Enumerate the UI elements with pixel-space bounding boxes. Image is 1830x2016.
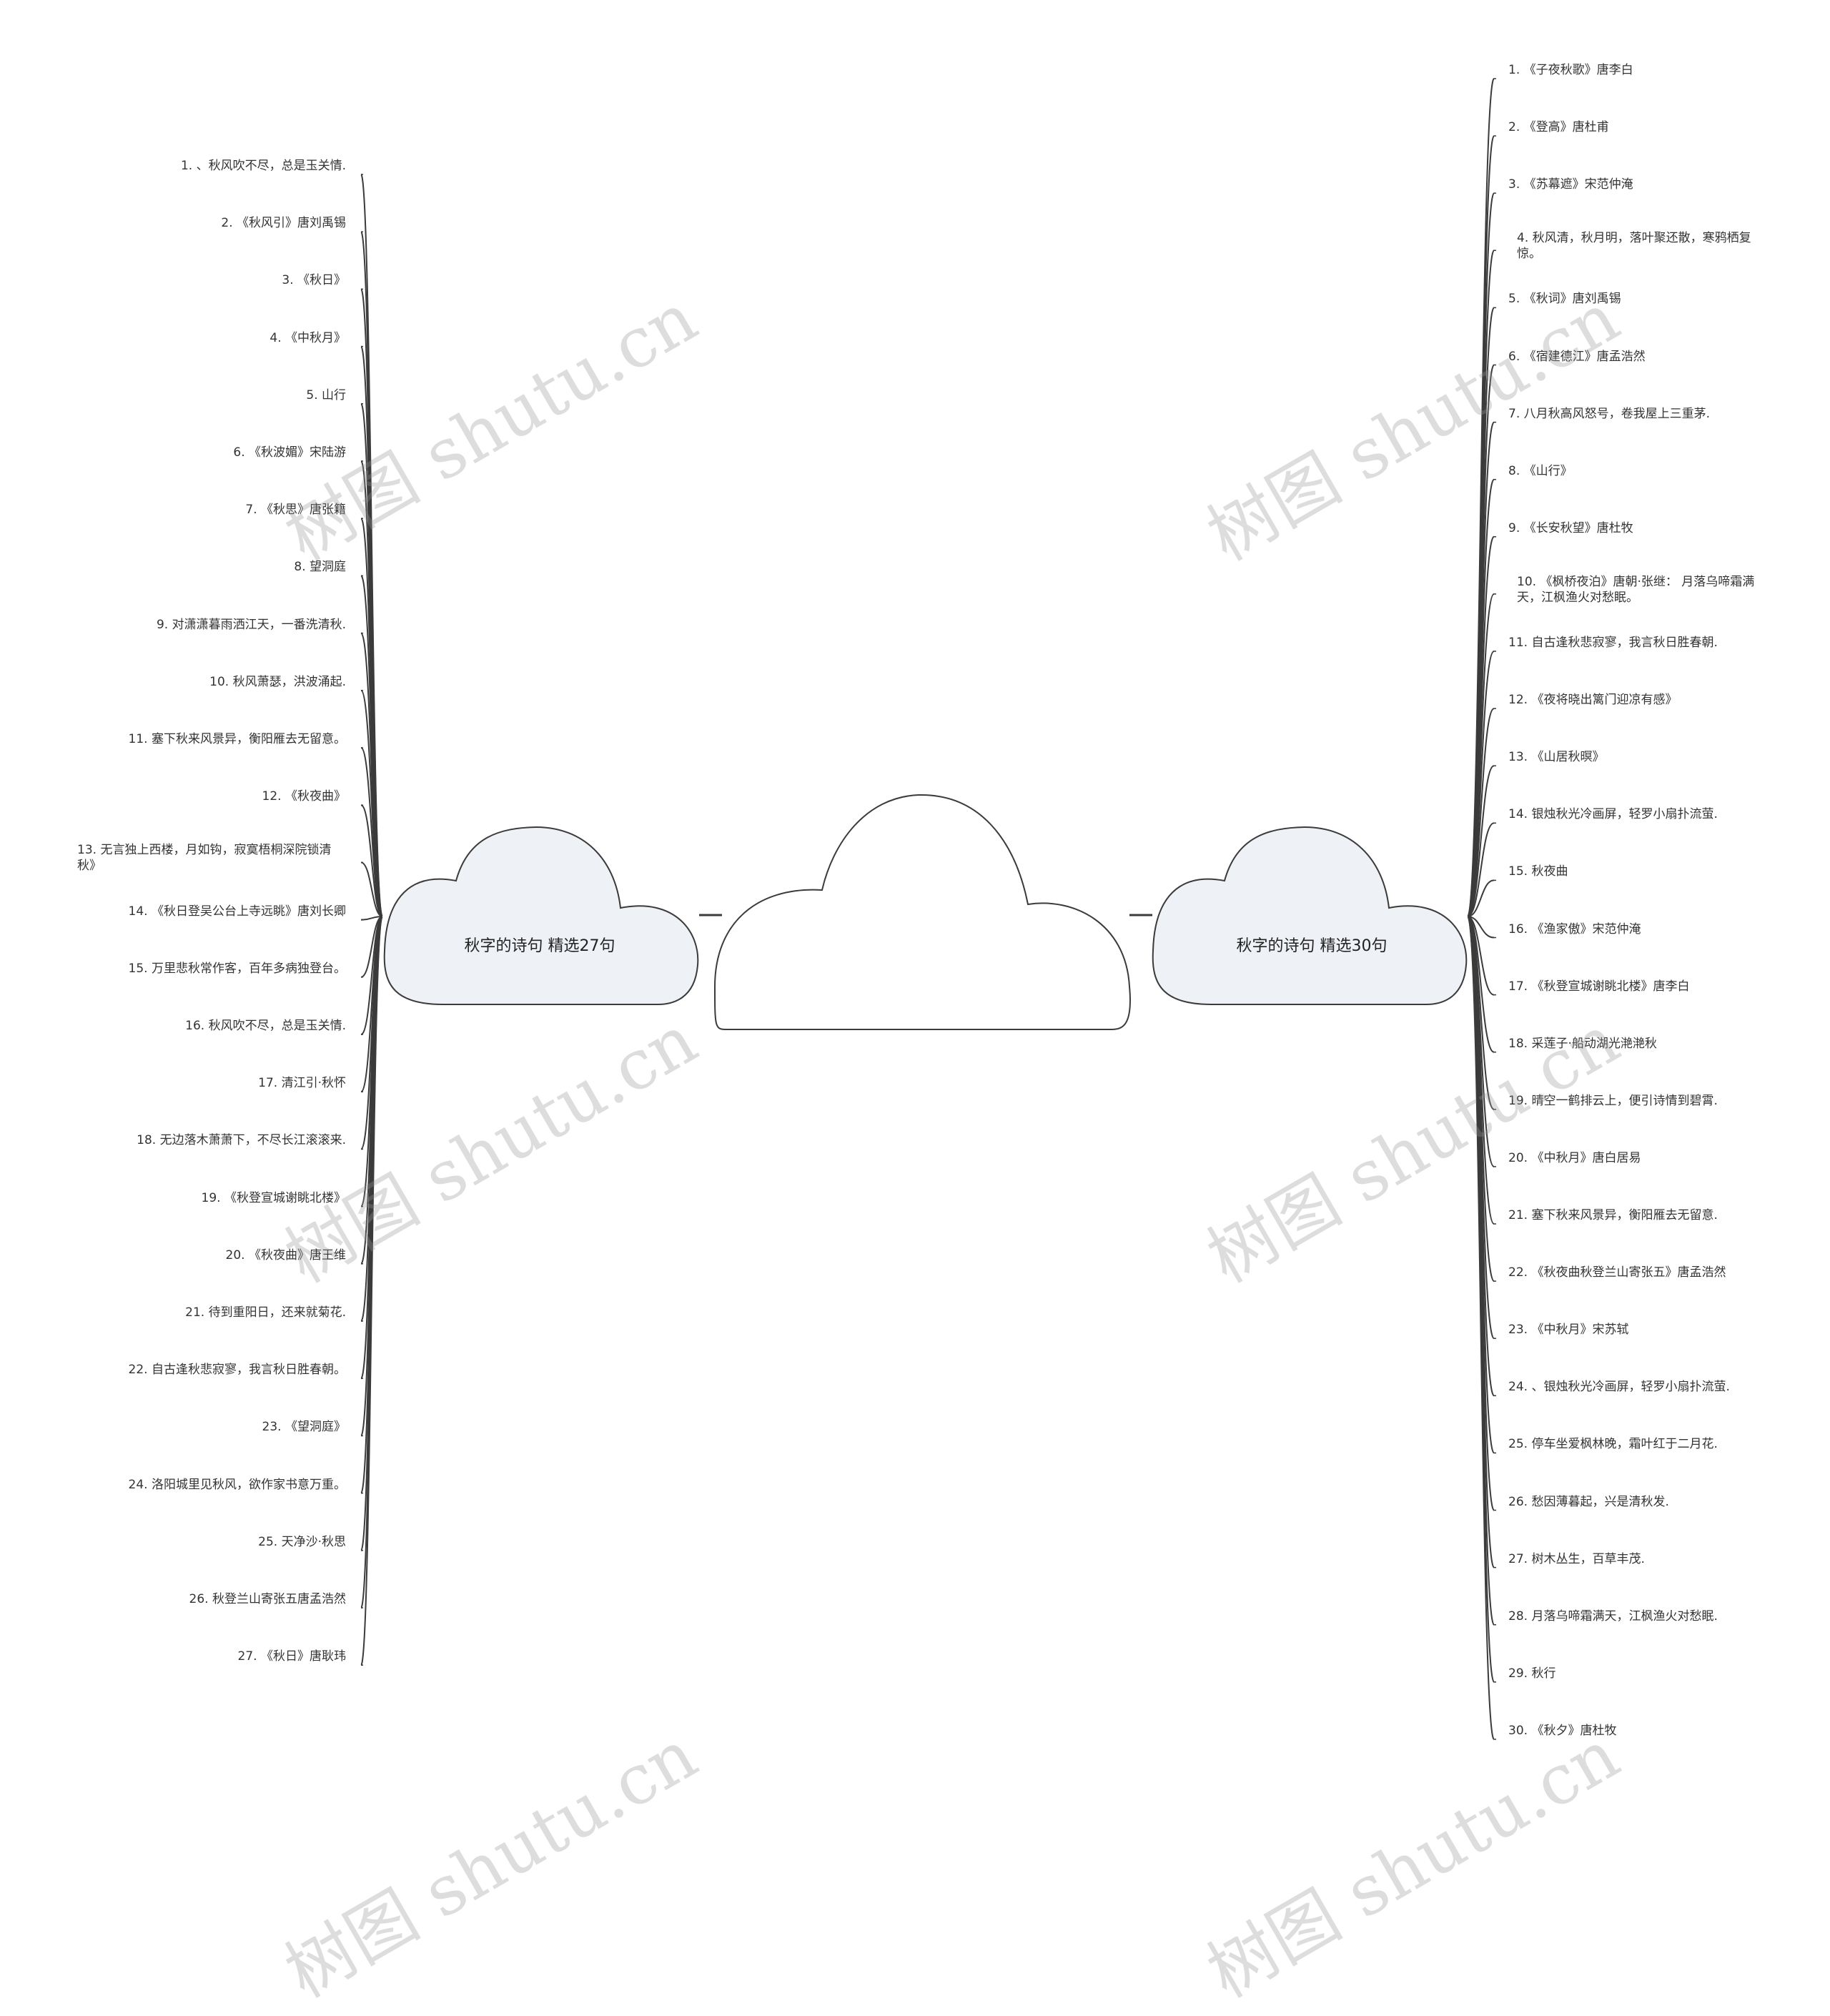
right-leaf-item[interactable]: 14. 银烛秋光冷画屏，轻罗小扇扑流萤.: [1508, 807, 1718, 822]
right-leaf-connector: [1467, 916, 1495, 939]
right-leaf-connector: [1467, 765, 1495, 917]
left-leaf-item[interactable]: 5. 山行: [306, 387, 346, 402]
right-leaf-item[interactable]: 7. 八月秋高风怒号，卷我屋上三重茅.: [1508, 406, 1711, 421]
mindmap-canvas: 秋字的诗句 精选27句 秋字的诗句 精选30句 1. 、秋风吹不尽，总是玉关情.…: [77, 63, 1755, 2013]
right-leaf-connector: [1467, 708, 1495, 917]
left-leaf-item[interactable]: 25. 天净沙·秋思: [258, 1534, 346, 1549]
right-leaf-item[interactable]: 15. 秋夜曲: [1508, 864, 1568, 879]
left-leaf-item[interactable]: 19. 《秋登宣城谢眺北楼》: [201, 1190, 346, 1205]
left-leaf-item[interactable]: 21. 待到重阳日，还来就菊花.: [185, 1305, 346, 1320]
left-leaf-item[interactable]: 20. 《秋夜曲》唐王维: [225, 1247, 346, 1263]
right-leaf-item[interactable]: 16. 《渔家傲》宋范仲淹: [1508, 921, 1641, 937]
left-leaf-item[interactable]: 3. 《秋日》: [282, 273, 346, 288]
right-leaf-connector: [1467, 916, 1495, 996]
left-leaf-item[interactable]: 7. 《秋思》唐张籍: [245, 503, 346, 518]
root-node[interactable]: [713, 794, 1131, 1030]
left-leaf-item[interactable]: 24. 洛阳城里见秋风，欲作家书意万重。: [128, 1477, 346, 1492]
branch-label-left[interactable]: 秋字的诗句 精选27句: [464, 937, 615, 955]
branch-node-right[interactable]: [1152, 826, 1468, 1005]
right-leaf-item[interactable]: 18. 采莲子·船动湖光滟滟秋: [1508, 1036, 1657, 1051]
left-leaf-item[interactable]: 23. 《望洞庭》: [262, 1420, 346, 1435]
right-leaf-item[interactable]: 13. 《山居秋暝》: [1508, 750, 1605, 765]
right-leaf-item[interactable]: 29. 秋行: [1508, 1666, 1556, 1681]
left-leaf-item[interactable]: 1. 、秋风吹不尽，总是玉关情.: [180, 159, 346, 173]
right-leaf-connector: [1467, 916, 1495, 1740]
left-leaf-item[interactable]: 2. 《秋风引》唐刘禹锡: [221, 216, 346, 231]
right-leaf-item[interactable]: 20. 《中秋月》唐白居易: [1508, 1150, 1641, 1165]
right-leaf-item[interactable]: 24. 、银烛秋光冷画屏，轻罗小扇扑流萤.: [1508, 1380, 1730, 1395]
node-shapes: [383, 794, 1468, 1030]
left-leaf-item[interactable]: 14. 《秋日登吴公台上寺远眺》唐刘长卿: [128, 904, 346, 919]
right-leaf-item[interactable]: 22. 《秋夜曲秋登兰山寄张五》唐孟浩然: [1508, 1265, 1726, 1280]
right-leaf-item[interactable]: 8. 《山行》: [1508, 463, 1573, 478]
left-leaf-item[interactable]: 6. 《秋波媚》宋陆游: [233, 445, 346, 460]
right-leaf-item[interactable]: 17. 《秋登宣城谢眺北楼》唐李白: [1508, 979, 1690, 994]
left-leaf-item[interactable]: 17. 清江引·秋怀: [258, 1076, 346, 1091]
right-leaf-item[interactable]: 4. 秋风清，秋月明，落叶聚还散，寒鸦栖复惊。: [1517, 231, 1751, 262]
right-leaf-item[interactable]: 28. 月落乌啼霜满天，江枫渔火对愁眠.: [1508, 1609, 1718, 1624]
left-leaf-item[interactable]: 8. 望洞庭: [294, 560, 346, 575]
right-leaf-item[interactable]: 9. 《长安秋望》唐杜牧: [1508, 520, 1633, 535]
right-leaf-item[interactable]: 25. 停车坐爱枫林晚，霜叶红于二月花.: [1508, 1437, 1718, 1452]
left-leaf-item[interactable]: 22. 自古逢秋悲寂寥，我言秋日胜春朝。: [128, 1363, 346, 1378]
left-leaf-item[interactable]: 4. 《中秋月》: [269, 330, 346, 345]
branch-node-left[interactable]: [383, 826, 699, 1005]
left-leaf-item[interactable]: 13. 无言独上西楼，月如钩，寂寞梧桐深院锁清秋》: [77, 843, 332, 874]
left-leaf-item[interactable]: 11. 塞下秋来风景异，衡阳雁去无留意。: [128, 732, 346, 746]
right-leaf-connector: [1467, 822, 1495, 917]
left-leaf-connector: [360, 804, 383, 917]
left-leaf-item[interactable]: 16. 秋风吹不尽，总是玉关情.: [185, 1019, 346, 1033]
left-leaf-item[interactable]: 18. 无边落木萧萧下，不尽长江滚滚来.: [137, 1133, 346, 1148]
right-leaf-item[interactable]: 5. 《秋词》唐刘禹锡: [1508, 292, 1621, 307]
right-leaf-item[interactable]: 1. 《子夜秋歌》唐李白: [1508, 63, 1633, 77]
left-leaf-connector: [360, 747, 383, 917]
right-leaf-item[interactable]: 12. 《夜将晓出篱门迎凉有感》: [1508, 693, 1678, 708]
left-leaf-connector: [360, 916, 383, 921]
left-leaf-item[interactable]: 10. 秋风萧瑟，洪波涌起.: [209, 674, 346, 689]
right-leaf-item[interactable]: 23. 《中秋月》宋苏轼: [1508, 1323, 1629, 1338]
left-leaf-item[interactable]: 15. 万里悲秋常作客，百年多病独登台。: [128, 961, 346, 976]
left-leaf-item[interactable]: 9. 对潇潇暮雨洒江天，一番洗清秋.: [156, 617, 346, 632]
left-leaf-connector: [360, 861, 383, 917]
right-leaf-item[interactable]: 2. 《登高》唐杜甫: [1508, 120, 1609, 135]
right-leaf-item[interactable]: 30. 《秋夕》唐杜牧: [1508, 1723, 1617, 1738]
branch-label-right[interactable]: 秋字的诗句 精选30句: [1236, 937, 1388, 955]
left-leaf-item[interactable]: 12. 《秋夜曲》: [262, 789, 346, 804]
right-leaf-item[interactable]: 19. 晴空一鹤排云上，便引诗情到碧霄.: [1508, 1093, 1718, 1108]
right-leaf-connector: [1467, 879, 1495, 917]
right-leaf-connector: [1467, 916, 1495, 1053]
left-leaf-item[interactable]: 27. 《秋日》唐耿玮: [237, 1649, 346, 1664]
right-leaf-item[interactable]: 11. 自古逢秋悲寂寥，我言秋日胜春朝.: [1508, 636, 1718, 650]
right-leaf-item[interactable]: 10. 《枫桥夜泊》唐朝·张继： 月落乌啼霜满天，江枫渔火对愁眠。: [1517, 574, 1755, 605]
right-leaf-item[interactable]: 27. 树木丛生，百草丰茂.: [1508, 1551, 1645, 1566]
left-leaf-item[interactable]: 26. 秋登兰山寄张五唐孟浩然: [189, 1592, 346, 1606]
left-leaf-connector: [360, 916, 383, 978]
right-leaf-item[interactable]: 26. 愁因薄暮起，兴是清秋发.: [1508, 1494, 1669, 1509]
right-leaf-item[interactable]: 21. 塞下秋来风景异，衡阳雁去无留意.: [1508, 1208, 1718, 1222]
right-leaf-item[interactable]: 6. 《宿建德江》唐孟浩然: [1508, 349, 1646, 364]
connector-lines: [360, 78, 1496, 1740]
left-leaf-connector: [360, 916, 383, 1666]
right-leaf-item[interactable]: 3. 《苏幕遮》宋范仲淹: [1508, 177, 1633, 192]
